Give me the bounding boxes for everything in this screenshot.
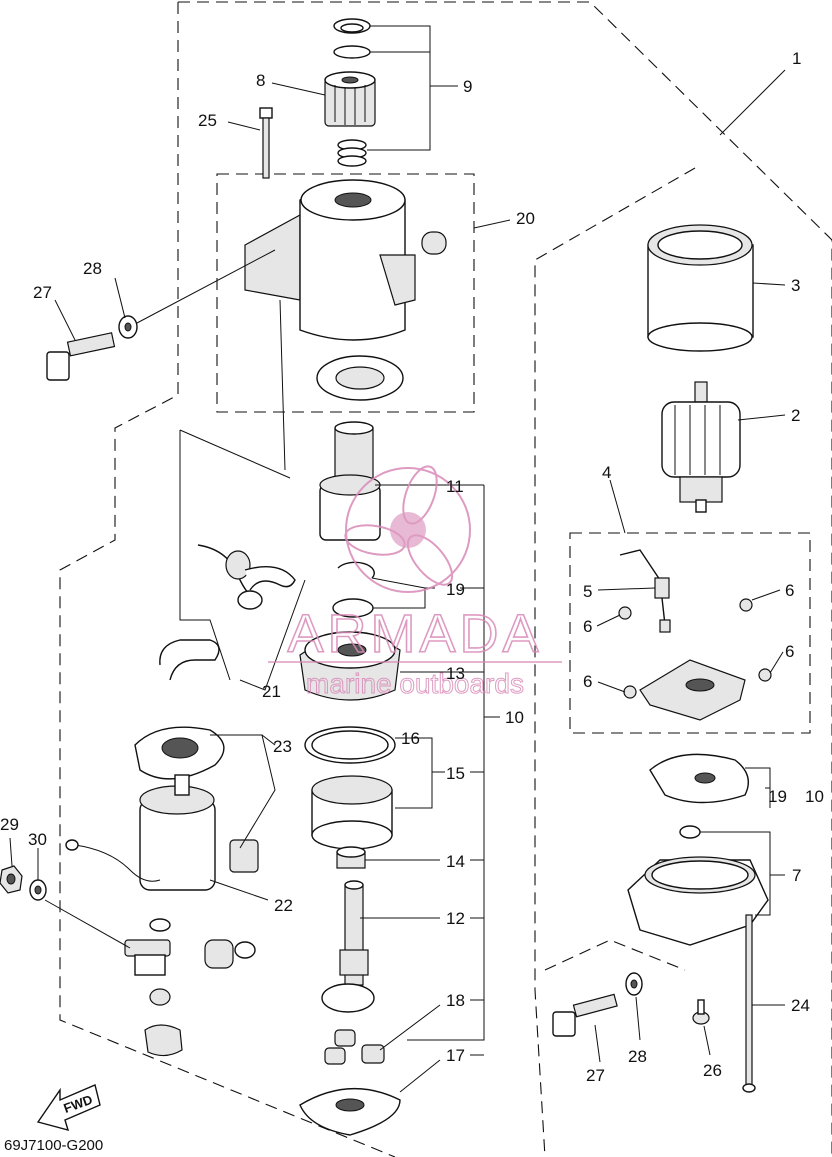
label-21: 21 xyxy=(262,682,281,701)
label-14: 14 xyxy=(446,852,465,871)
label-25: 25 xyxy=(198,111,217,130)
assembly-7-outline xyxy=(544,939,686,971)
watermark-propeller-logo xyxy=(344,465,471,593)
part-16-gasket-ring xyxy=(304,726,396,764)
part-17-plate xyxy=(299,1087,401,1136)
leader-lines xyxy=(9,25,786,1093)
label-2: 2 xyxy=(791,406,800,425)
part-28-washer-right xyxy=(625,972,643,996)
part-3-yoke xyxy=(647,224,754,352)
part-6-screws xyxy=(618,598,772,699)
watermark-subtitle: marine outboards xyxy=(306,668,524,699)
label-23: 23 xyxy=(273,737,292,756)
part-27-bolt-left xyxy=(46,332,116,381)
label-28a: 28 xyxy=(83,259,102,278)
assembly-4-outline xyxy=(569,532,811,734)
label-29: 29 xyxy=(0,815,19,834)
part-11-pinion-shaft xyxy=(319,421,381,541)
label-12: 12 xyxy=(446,909,465,928)
label-27b: 27 xyxy=(586,1066,605,1085)
part-8-pinion-gear xyxy=(324,71,376,127)
part-25-bolt xyxy=(259,107,273,179)
watermark-title: ARMADA xyxy=(287,604,542,664)
part-12-planet-shaft xyxy=(321,880,375,1013)
label-22: 22 xyxy=(274,896,293,915)
callout-labels: 1 2 3 4 5 6 6 6 6 7 8 9 10 10 11 12 13 1… xyxy=(0,49,824,1085)
label-6c: 6 xyxy=(785,642,794,661)
part-brush-holder xyxy=(639,659,746,721)
part-2-armature xyxy=(661,381,741,513)
label-7: 7 xyxy=(792,866,801,885)
label-6d: 6 xyxy=(583,672,592,691)
label-10b: 10 xyxy=(805,787,824,806)
label-9: 9 xyxy=(463,77,472,96)
watermark: ARMADA marine outboards xyxy=(268,465,562,700)
part-23-gasket xyxy=(134,726,259,873)
part-spring-clip xyxy=(159,639,220,681)
label-5: 5 xyxy=(583,582,592,601)
label-4: 4 xyxy=(602,463,611,482)
part-26-screw xyxy=(692,999,710,1025)
part-7-bushing xyxy=(679,825,701,839)
part-9-spring xyxy=(337,139,367,167)
diagram-code: 69J7100-G200 xyxy=(4,1137,103,1154)
label-19a: 19 xyxy=(446,580,465,599)
label-3: 3 xyxy=(791,276,800,295)
label-10a: 10 xyxy=(505,708,524,727)
label-30: 30 xyxy=(28,830,47,849)
part-21-shift-lever xyxy=(197,544,296,610)
parts xyxy=(0,18,772,1136)
part-30-washer xyxy=(29,879,47,901)
part-terminal-nut xyxy=(149,988,171,1006)
assembly-1-outline xyxy=(178,1,832,1157)
label-6b: 6 xyxy=(583,617,592,636)
label-19b: 19 xyxy=(768,787,787,806)
part-7-rear-cover xyxy=(627,856,769,946)
assembly-10-outline xyxy=(534,167,696,1157)
label-26: 26 xyxy=(703,1061,722,1080)
fwd-arrow xyxy=(36,1084,101,1131)
part-20-front-bracket xyxy=(244,179,447,401)
label-20: 20 xyxy=(516,209,535,228)
part-18-planet-gears xyxy=(324,1029,385,1065)
label-17: 17 xyxy=(446,1046,465,1065)
part-28-washer-left xyxy=(118,315,138,339)
assembly-outlines xyxy=(59,1,832,1157)
label-28b: 28 xyxy=(628,1047,647,1066)
part-29-nut xyxy=(0,865,23,894)
label-16: 16 xyxy=(401,729,420,748)
part-22-solenoid xyxy=(65,774,216,891)
part-9-clip-ring xyxy=(333,18,371,59)
label-15: 15 xyxy=(446,764,465,783)
label-11: 11 xyxy=(446,477,464,496)
part-14-bearing xyxy=(336,846,366,869)
label-18: 18 xyxy=(446,991,465,1010)
part-5-brush xyxy=(619,549,671,633)
part-terminal-bolt xyxy=(124,939,171,976)
part-boot xyxy=(204,939,256,969)
label-24: 24 xyxy=(791,996,810,1015)
part-13-carrier xyxy=(299,631,401,701)
part-terminal-cover xyxy=(144,1024,183,1057)
assembly-1-left-edge xyxy=(59,2,396,1157)
label-1: 1 xyxy=(792,49,801,68)
label-13: 13 xyxy=(446,664,465,683)
part-27-bolt-right xyxy=(552,993,618,1037)
part-19-plate-right xyxy=(649,753,749,804)
label-6a: 6 xyxy=(785,581,794,600)
label-8: 8 xyxy=(256,71,265,90)
part-24-through-bolt xyxy=(742,914,756,1093)
part-terminal-washer xyxy=(149,918,171,932)
part-15-internal-gear xyxy=(311,775,393,850)
label-27a: 27 xyxy=(33,283,52,302)
